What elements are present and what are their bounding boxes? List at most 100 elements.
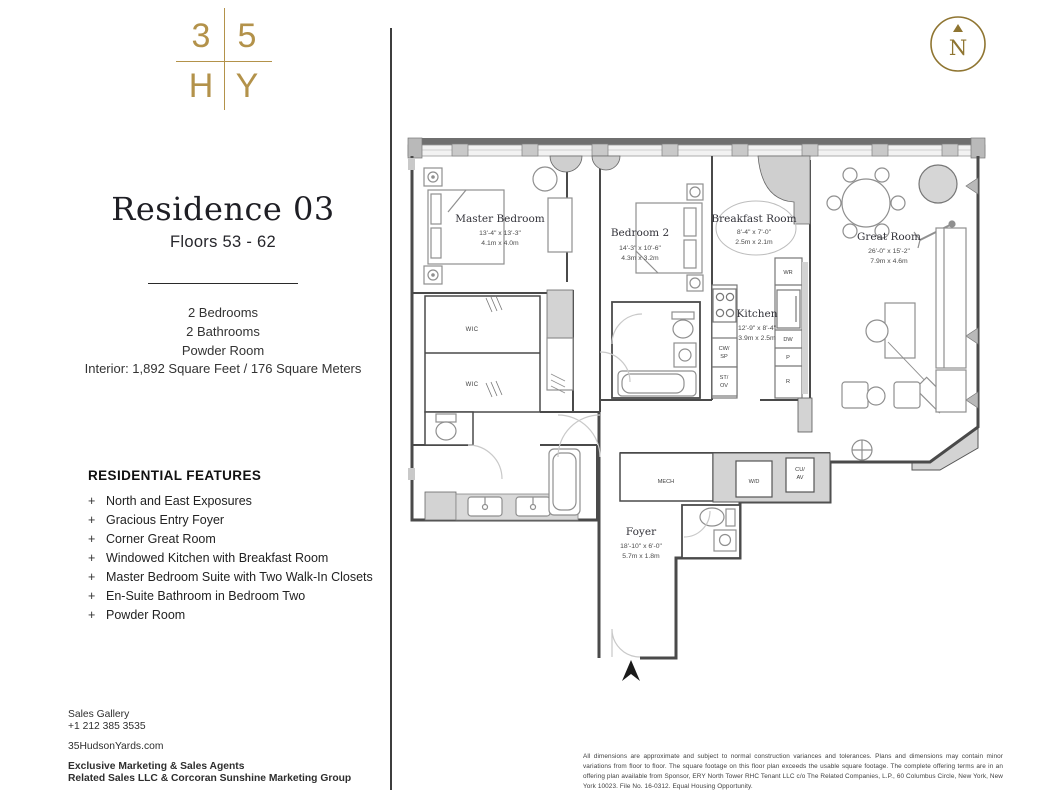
closet-rail-ticks xyxy=(485,295,503,398)
summary-powder: Powder Room xyxy=(181,342,265,358)
svg-text:OV: OV xyxy=(720,383,728,389)
accent-table-icon xyxy=(851,439,873,461)
website-link: 35HudsonYards.com xyxy=(68,741,164,752)
master-bedroom-dim-m: 4.1m x 4.0m xyxy=(481,240,519,247)
features-section: RESIDENTIAL FEATURES +North and East Exp… xyxy=(88,468,378,625)
cu-av-closet xyxy=(785,457,815,493)
bedroom2-furniture xyxy=(635,183,704,292)
great-room-label: Great Room xyxy=(857,231,921,243)
summary-bedrooms: 2 Bedrooms xyxy=(187,305,259,320)
cu-av-label: CU/ xyxy=(795,467,805,473)
agents-title: Exclusive Marketing & Sales Agents xyxy=(68,761,245,772)
great-room-dim-ft: 26'-0" x 15'-2" xyxy=(868,248,910,255)
wic-label: WIC xyxy=(466,327,479,333)
plus-bullet-icon: + xyxy=(88,570,96,584)
feature-text: En-Suite Bathroom in Bedroom Two xyxy=(106,589,306,603)
plus-bullet-icon: + xyxy=(88,532,96,546)
plus-bullet-icon: + xyxy=(88,513,96,527)
room-labels: Master Bedroom 13'-4" x 13'-3" 4.1m x 4.… xyxy=(455,213,921,560)
feature-text: Powder Room xyxy=(106,608,186,622)
plus-bullet-icon: + xyxy=(88,494,96,508)
corner-column xyxy=(757,155,811,225)
walk-in-closets xyxy=(424,295,541,413)
summary-interior: Interior: 1,892 Square Feet / 176 Square… xyxy=(84,361,362,377)
svg-text:SP: SP xyxy=(720,354,728,360)
wic-label: WIC xyxy=(466,382,479,388)
refrigerator-label: R xyxy=(786,379,790,385)
feature-item: +Corner Great Room xyxy=(88,530,378,549)
contact-block: Sales Gallery +1 212 385 3535 35HudsonYa… xyxy=(68,709,378,785)
chair-icon xyxy=(532,166,558,192)
plus-bullet-icon: + xyxy=(88,551,96,565)
st-ov-label: ST/ xyxy=(720,375,729,381)
pantry-label: P xyxy=(786,355,790,361)
feature-text: Gracious Entry Foyer xyxy=(106,513,225,527)
feature-item: + Gracious Entry Foyer xyxy=(88,511,378,530)
plus-bullet-icon: + xyxy=(88,589,96,603)
sofa-icon xyxy=(935,227,967,369)
master-bedroom-label: Master Bedroom xyxy=(455,213,545,225)
desk-chair-icon xyxy=(865,319,889,343)
feature-item: + Master Bedroom Suite with Two Walk-In C… xyxy=(88,568,378,587)
legal-disclaimer: All dimensions are approximate and subje… xyxy=(583,753,1003,790)
cw-sp-label: CW/ xyxy=(719,346,730,352)
armchair-icon xyxy=(893,381,921,409)
summary-bathrooms: 2 Bathrooms xyxy=(186,323,260,339)
logo-letter-h: H xyxy=(188,66,214,105)
kitchen-label: Kitchen xyxy=(736,308,777,320)
logo-numeral-5: 5 xyxy=(237,16,257,55)
title-rule xyxy=(148,283,298,284)
window-wall-band xyxy=(407,137,986,159)
logo-numeral-3: 3 xyxy=(191,16,211,55)
feature-item: + Windowed Kitchen with Breakfast Room xyxy=(88,549,378,568)
kitchen-dim-m: 3.9m x 2.5m xyxy=(738,335,776,342)
wr-label: WR xyxy=(783,270,792,276)
north-compass: N xyxy=(926,12,990,76)
sales-gallery-label: Sales Gallery xyxy=(68,709,130,720)
breakfast-room-furniture xyxy=(715,200,797,256)
mech-label: MECH xyxy=(658,479,674,485)
breakfast-room-dim-m: 2.5m x 2.1m xyxy=(735,239,773,246)
plus-bullet-icon: + xyxy=(88,608,96,622)
washer-dryer-closet xyxy=(735,460,773,498)
dw-label: DW xyxy=(783,337,793,343)
feature-text: Windowed Kitchen with Breakfast Room xyxy=(106,551,329,565)
window-mullions xyxy=(451,143,959,157)
compass-circle xyxy=(930,16,986,72)
logo-vertical-line xyxy=(224,8,225,110)
dresser-icon xyxy=(547,197,573,253)
breakfast-room-label: Breakfast Room xyxy=(711,213,796,225)
bath-fixtures xyxy=(424,289,737,552)
svg-text:AV: AV xyxy=(796,475,803,481)
north-arrow-icon xyxy=(953,24,963,32)
features-title: RESIDENTIAL FEATURES xyxy=(88,468,262,483)
round-rug-icon xyxy=(918,164,958,204)
round-column xyxy=(591,155,621,171)
east-wall-mullions xyxy=(965,177,979,409)
armchair-icon xyxy=(841,381,869,409)
master-bedroom-furniture xyxy=(423,166,573,285)
feature-text: Master Bedroom Suite with Two Walk-In Cl… xyxy=(106,570,373,584)
toilet-icon xyxy=(435,413,457,423)
great-room-dim-m: 7.9m x 4.6m xyxy=(870,258,908,265)
wd-label: W/D xyxy=(749,479,760,485)
toilet-icon xyxy=(699,507,725,527)
compass-n-label: N xyxy=(949,36,967,60)
entry-door xyxy=(611,628,641,658)
door-swings xyxy=(467,313,711,658)
breakfast-room-dim-ft: 8'-4" x 7'-0" xyxy=(737,229,772,236)
feature-item: +North and East Exposures xyxy=(88,492,378,511)
feature-item: + Powder Room xyxy=(88,606,378,625)
round-column xyxy=(549,155,583,173)
mech-room xyxy=(619,452,714,502)
logo-letter-y: Y xyxy=(235,66,259,105)
dining-table-icon xyxy=(841,178,891,228)
sofa-chaise-icon xyxy=(935,369,967,413)
foyer-dim-ft: 18'-10" x 6'-0" xyxy=(620,543,662,550)
master-bedroom-dim-ft: 13'-4" x 13'-3" xyxy=(479,230,521,237)
phone-number: +1 212 385 3535 xyxy=(68,721,146,732)
agents-names: Related Sales LLC & Corcoran Sunshine Ma… xyxy=(68,773,352,784)
shower-icon xyxy=(546,289,574,339)
toilet-icon xyxy=(671,311,695,320)
side-table-icon xyxy=(866,386,886,406)
